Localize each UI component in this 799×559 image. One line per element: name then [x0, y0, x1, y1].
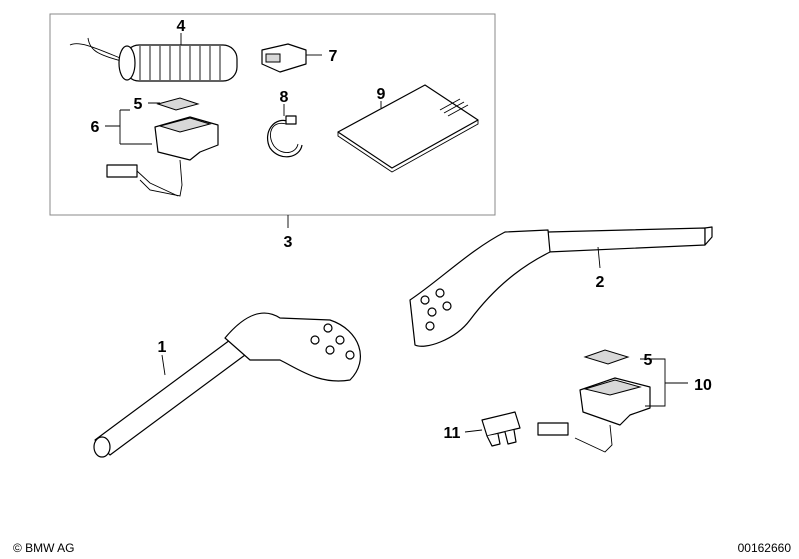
- label-5-kit: 5: [134, 96, 143, 113]
- label-7: 7: [329, 48, 338, 65]
- switch-part-6: [105, 97, 219, 197]
- instruction-card-part-9: [337, 84, 479, 173]
- label-1: 1: [158, 339, 167, 356]
- label-6: 6: [91, 119, 100, 136]
- fuse-part-11: [464, 411, 521, 447]
- label-4: 4: [177, 18, 186, 35]
- label-9: 9: [377, 86, 386, 103]
- label-2: 2: [596, 274, 605, 291]
- connector-part-7: [261, 43, 322, 73]
- label-8: 8: [280, 89, 289, 106]
- label-10: 10: [694, 377, 712, 394]
- switch-part-10: [537, 349, 688, 453]
- heated-grip-part-4: [69, 33, 238, 82]
- label-3: 3: [284, 234, 293, 251]
- copyright: © BMW AG: [13, 541, 75, 555]
- handlebar-left-part-1: [93, 312, 361, 458]
- drawing-number: 00162660: [737, 541, 791, 555]
- handlebar-right-part-2: [409, 226, 713, 347]
- label-5: 5: [644, 352, 653, 369]
- clamp-part-8: [267, 104, 303, 158]
- label-11: 11: [444, 425, 461, 442]
- kit-box: [49, 13, 496, 216]
